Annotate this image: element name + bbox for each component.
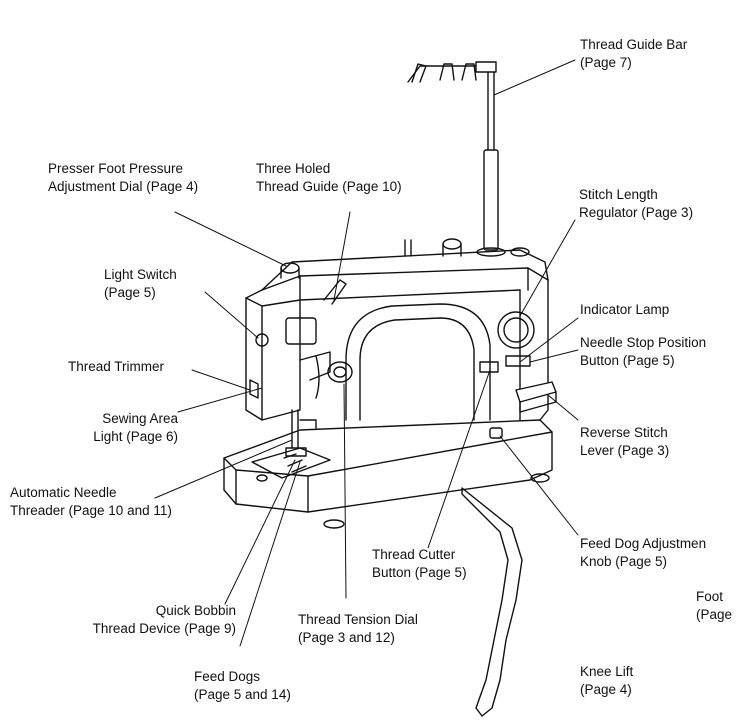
machine-body-drawing xyxy=(223,238,557,529)
thread-guide-bar-drawing xyxy=(407,61,506,257)
label-foot-partial: Foot(Page xyxy=(696,589,733,622)
label-light-switch: Light Switch(Page 5) xyxy=(104,267,177,300)
label-thread-trimmer: Thread Trimmer xyxy=(68,359,165,374)
label-knee-lift: Knee Lift(Page 4) xyxy=(580,664,634,697)
leader-lines xyxy=(154,59,579,647)
label-indicator-lamp: Indicator Lamp xyxy=(580,302,670,317)
label-thread-guide-bar: Thread Guide Bar(Page 7) xyxy=(580,37,688,70)
knee-lift-drawing xyxy=(461,487,523,717)
label-feed-dogs: Feed Dogs(Page 5 and 14) xyxy=(194,669,291,702)
label-thread-tension-dial: Thread Tension Dial(Page 3 and 12) xyxy=(298,612,418,645)
